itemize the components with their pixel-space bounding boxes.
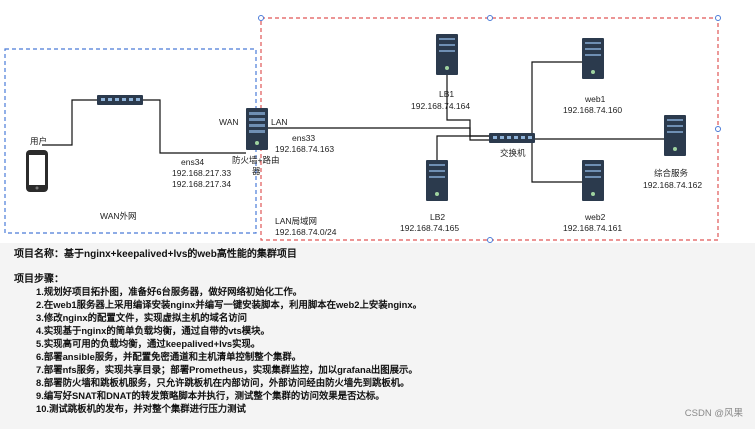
- step-item: 6.部署ansible服务，并配置免密通道和主机清单控制整个集群。: [36, 351, 302, 362]
- phone-icon: [26, 150, 48, 192]
- link-wanswitch-firewall: [142, 99, 246, 154]
- firewall-name-line2: 器: [252, 166, 261, 176]
- step-item: 4.实现基于nginx的简单负载均衡，通过自带的vts模块。: [36, 325, 270, 336]
- lan-switch-label: 交换机: [500, 148, 526, 158]
- wan-zone-label: WAN外网: [100, 211, 137, 221]
- user-label: 用户: [30, 136, 48, 146]
- lb1-name: LB1: [439, 89, 455, 99]
- lan-subnet-label: 192.168.74.0/24: [275, 227, 337, 237]
- firewall-wan-ip1: 192.168.217.33: [172, 168, 232, 178]
- server-icon-service: [664, 115, 686, 156]
- lb1-ip: 192.168.74.164: [411, 101, 471, 111]
- lb2-ip: 192.168.74.165: [400, 223, 460, 233]
- connection-lines: [42, 61, 664, 183]
- server-icon-web2: [582, 160, 604, 201]
- lan-zone-boundary: [260, 17, 719, 241]
- steps-heading: 项目步骤：: [14, 274, 64, 285]
- server-icon-lb1: [436, 34, 458, 75]
- selection-handles: [258, 15, 721, 243]
- server-icon-lb2: [426, 160, 448, 201]
- wan-port-label: WAN: [219, 117, 239, 127]
- web1-ip: 192.168.74.160: [563, 105, 623, 115]
- firewall-name-line1: 防火墙+路由: [232, 155, 280, 165]
- server-icon-web1: [582, 38, 604, 79]
- lan-zone-label: LAN局域网: [275, 216, 318, 226]
- firewall-lan-ip: 192.168.74.163: [275, 144, 335, 154]
- lan-port-label: LAN: [271, 117, 288, 127]
- link-lb2-switch: [436, 135, 490, 160]
- firewall-wan-ip2: 192.168.217.34: [172, 179, 232, 189]
- service-name: 综合服务: [654, 168, 689, 178]
- firewall-wan-iface: ens34: [181, 157, 205, 167]
- lb2-name: LB2: [430, 212, 446, 222]
- step-item: 8.部署防火墙和跳板机服务，只允许跳板机在内部访问，外部访问经由防火墙先到跳板机…: [36, 377, 410, 388]
- lan-switch-icon: [489, 133, 535, 143]
- link-switch-web1: [531, 61, 582, 138]
- link-user-wanswitch: [42, 99, 98, 146]
- step-item: 7.部署nfs服务，实现共享目录；部署Prometheus，实现集群监控，加以g…: [36, 364, 418, 375]
- step-item: 5.实现高可用的负载均衡，通过keepalived+lvs实现。: [36, 338, 261, 349]
- step-item: 2.在web1服务器上采用编译安装nginx并编写一键安装脚本，利用脚本在web…: [36, 299, 422, 310]
- step-item: 3.修改nginx的配置文件，实现虚拟主机的域名访问: [36, 312, 247, 323]
- web2-ip: 192.168.74.161: [563, 223, 623, 233]
- firewall-router-icon: [246, 108, 268, 150]
- web2-name: web2: [585, 212, 606, 222]
- firewall-lan-iface: ens33: [292, 133, 316, 143]
- web1-name: web1: [585, 94, 606, 104]
- step-item: 10.测试跳板机的发布，并对整个集群进行压力测试: [36, 403, 246, 414]
- wan-switch-icon: [97, 95, 143, 105]
- project-description-panel: [0, 243, 755, 429]
- link-switch-web2: [531, 140, 582, 183]
- project-title: 项目名称：基于nginx+keepalived+lvs的web高性能的集群项目: [14, 249, 297, 260]
- step-item: 1.规划好项目拓扑图，准备好6台服务器，做好网络初始化工作。: [36, 286, 303, 297]
- step-item: 9.编写好SNAT和DNAT的转发策略脚本并执行，测试整个集群的访问效果是否达标…: [36, 390, 385, 401]
- csdn-watermark: CSDN @风果: [684, 408, 743, 419]
- service-ip: 192.168.74.162: [643, 180, 703, 190]
- network-topology-diagram: [4, 15, 721, 243]
